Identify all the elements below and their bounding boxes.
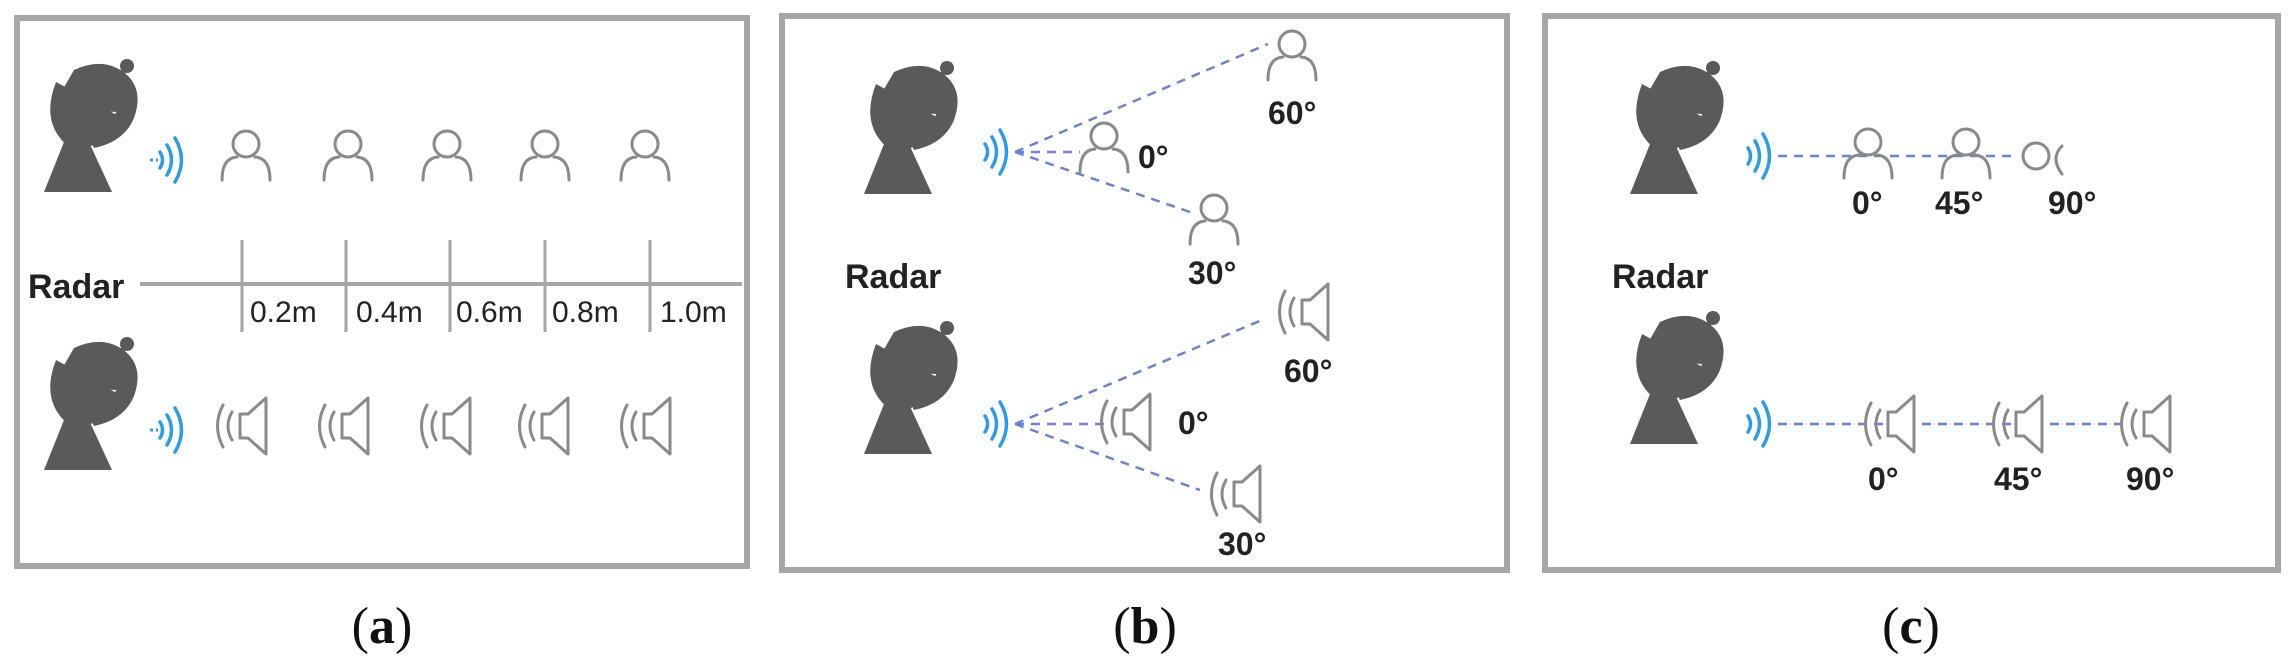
angle-label: 0° — [1178, 405, 1209, 441]
distance-label: 0.4m — [356, 296, 423, 329]
speaker-icon — [318, 396, 370, 456]
speaker-icon — [216, 396, 268, 456]
person-icon — [1078, 121, 1130, 174]
person-icon — [1842, 127, 1894, 180]
panel-c-frame — [1542, 13, 2281, 573]
signal-waves-icon — [1746, 132, 1772, 180]
angle-label: 30° — [1218, 526, 1266, 562]
beam-lines — [1014, 42, 1269, 214]
panel-caption: (a) — [352, 598, 413, 655]
angle-label: 30° — [1188, 255, 1236, 291]
radar-dish-icon — [1630, 61, 1724, 194]
radar-dish-icon — [44, 59, 138, 192]
signal-waves-icon — [1746, 400, 1772, 448]
speaker-icon — [1992, 394, 2044, 454]
signal-waves-icon — [158, 136, 184, 184]
speaker-icon — [2120, 394, 2172, 454]
speaker-icon — [420, 396, 472, 456]
person-icon — [519, 129, 571, 182]
speaker-icon — [518, 396, 570, 456]
panel-b-frame — [779, 13, 1510, 573]
distance-label: 0.6m — [456, 296, 523, 329]
radar-dish-icon — [864, 61, 958, 194]
radar-label: Radar — [845, 258, 941, 296]
angle-label: 45° — [1994, 461, 2042, 497]
angle-label: 0° — [1868, 461, 1899, 497]
person-icon — [1266, 29, 1318, 82]
radar-dish-icon — [864, 321, 958, 454]
axis-ticks — [240, 240, 652, 332]
signal-waves-icon — [983, 128, 1009, 176]
angle-label: 0° — [1138, 139, 1169, 175]
radar-dish-icon — [44, 337, 138, 470]
panel-caption: (c) — [1882, 598, 1940, 655]
panel-b: 0° 30° 60° Radar 0° 30° 60° (b) — [779, 13, 1510, 655]
speaker-icon — [620, 396, 672, 456]
distance-label: 1.0m — [660, 296, 727, 329]
panel-c: 0° 45° 90° Radar 0° 45° 90° (c) — [1542, 13, 2281, 655]
speaker-icon — [1278, 282, 1330, 342]
beam-lines — [1014, 318, 1263, 492]
panel-a-frame — [14, 15, 750, 569]
speaker-icon — [1210, 464, 1262, 524]
angle-label: 90° — [2126, 461, 2174, 497]
person-icon — [619, 129, 671, 182]
person-icon — [1940, 127, 1992, 180]
signal-waves-icon — [158, 406, 184, 454]
panel-a: Radar 0.2m 0.4m 0.6m 0.8m 1.0m (a) — [14, 15, 750, 655]
angle-label: 0° — [1852, 185, 1883, 221]
person-icon — [421, 129, 473, 182]
radar-label: Radar — [28, 268, 124, 306]
person-side-icon — [2021, 141, 2064, 176]
distance-label: 0.2m — [250, 296, 317, 329]
angle-label: 45° — [1935, 185, 1983, 221]
signal-waves-icon — [983, 400, 1009, 448]
person-icon — [322, 129, 374, 182]
panel-caption: (b) — [1113, 598, 1177, 655]
speaker-icon — [1864, 394, 1916, 454]
person-icon — [220, 129, 272, 182]
distance-label: 0.8m — [552, 296, 619, 329]
radar-dish-icon — [1630, 311, 1724, 444]
speaker-icon — [1100, 392, 1152, 452]
radar-label: Radar — [1612, 258, 1708, 296]
angle-label: 60° — [1268, 95, 1316, 131]
person-icon — [1188, 193, 1240, 246]
angle-label: 60° — [1284, 353, 1332, 389]
angle-label: 90° — [2048, 185, 2096, 221]
